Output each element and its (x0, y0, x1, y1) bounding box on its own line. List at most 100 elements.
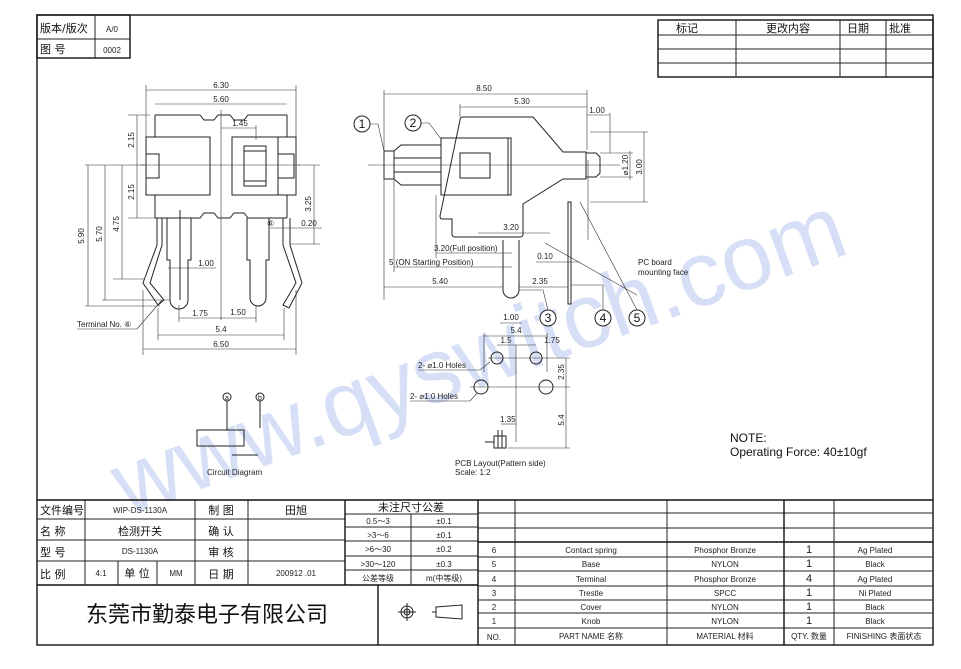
rev-header-date: 日期 (847, 22, 869, 35)
part-material: Phosphor Bronze (694, 575, 756, 584)
part-finishing: Ag Plated (858, 575, 893, 584)
confirm-label: 确 认 (208, 525, 234, 538)
terminal-a: a (225, 395, 229, 402)
sheet-border (36, 14, 934, 646)
part-name: Base (582, 560, 601, 569)
dim-1-50: 1.50 (230, 308, 246, 317)
part-no: 3 (492, 589, 497, 598)
dim-4-75: 4.75 (112, 216, 121, 232)
date-value: 200912 .01 (276, 569, 317, 578)
terminal-b: b (258, 395, 262, 402)
unit-value: MM (169, 569, 183, 578)
col-header-no: NO. (487, 633, 501, 642)
part-material: NYLON (711, 560, 739, 569)
pcb-dim-1-5: 1.5 (500, 336, 512, 345)
pcb-dim-5-4: 5.4 (510, 326, 522, 335)
svg-text:2: 2 (410, 116, 417, 130)
col-header-qty: QTY. 数量 (791, 631, 827, 641)
col-header-material: MATERIAL 材料 (696, 631, 753, 641)
projection-symbol-icon (398, 603, 463, 621)
part-qty: 1 (806, 558, 812, 570)
front-view: 6.30 5.60 1.45 2.15 2.15 3.25 0.20 ⑥ 5.9… (77, 81, 322, 355)
svg-text:4: 4 (600, 311, 607, 325)
terminal-mark: ⑥ (267, 219, 274, 228)
dim-3-20: 3.20 (503, 223, 519, 232)
watermark: www.qyswitch.com (97, 175, 858, 535)
dim-0-20: 0.20 (301, 219, 317, 228)
tolerance-range: 0.5～3 (366, 517, 390, 526)
dim-8-50: 8.50 (476, 84, 492, 93)
pcb-dim-1-75: 1.75 (544, 336, 560, 345)
dim-2-15-lower: 2.15 (127, 184, 136, 200)
dim-1-00: 1.00 (198, 259, 214, 268)
holes-label-lower: 2- ⌀1.0 Holes (410, 392, 458, 401)
pcb-scale: Scale: 1:2 (455, 468, 491, 477)
date-label: 日 期 (208, 568, 234, 581)
balloon-1: 1 (353, 115, 371, 133)
dim-5-on-start: 5 (ON Starting Position) (389, 258, 474, 267)
pc-board-label: PC board (638, 258, 672, 267)
tolerance-range: >6～30 (365, 545, 392, 554)
rev-header-mark: 标记 (676, 21, 698, 35)
pcb-dim-2-35: 2.35 (557, 364, 566, 380)
col-header-part-name: PART NAME 名称 (559, 631, 623, 641)
part-finishing: Ag Plated (858, 546, 893, 555)
dim-3-25: 3.25 (304, 196, 313, 212)
balloon-2: 2 (404, 114, 422, 132)
part-material: Phosphor Bronze (694, 546, 756, 555)
balloon-4: 4 (594, 309, 612, 327)
drawing-no-value: 0002 (103, 46, 121, 55)
part-name: Knob (582, 617, 601, 626)
part-no: 6 (492, 546, 497, 555)
review-label: 审 核 (208, 545, 234, 559)
rev-header-content: 更改内容 (766, 21, 810, 35)
title-block: 文件编号 WIP-DS-1130A 名 称 检测开关 型 号 DS-1130A … (37, 499, 933, 645)
dim-1-00-tip: 1.00 (589, 106, 605, 115)
terminal-no-label: Terminal No. ⑥ (77, 320, 131, 329)
pcb-dim-5-4-vert: 5.4 (557, 414, 566, 426)
version-value: A/0 (106, 25, 119, 34)
part-material: SPCC (714, 589, 736, 598)
svg-text:1: 1 (359, 117, 366, 131)
circuit-caption: Circuit Diagram (207, 468, 262, 477)
revision-table: 标记 更改内容 日期 批准 (657, 19, 934, 78)
pcb-layout: 5.4 1.5 1.75 2.35 5.4 1.35 2- ⌀1.0 Holes… (410, 326, 570, 477)
company-name: 东莞市勤泰电子有限公司 (86, 603, 328, 628)
dim-5-70: 5.70 (95, 226, 104, 242)
dim-1-45: 1.45 (232, 119, 248, 128)
part-finishing: Black (865, 560, 886, 569)
pcb-caption: PCB Layout(Pattern side) (455, 459, 546, 468)
tolerance-value: ±0.1 (436, 531, 452, 540)
side-view: 8.50 5.30 1.00 ⌀1.20 3.00 3.20 3.20(Full… (353, 84, 689, 327)
part-no: 2 (492, 603, 497, 612)
drawn-value: 田旭 (285, 503, 307, 517)
dim-5-90: 5.90 (77, 228, 86, 244)
part-material: NYLON (711, 603, 739, 612)
dim-6-50: 6.50 (213, 340, 229, 349)
dim-2-35: 2.35 (532, 277, 548, 286)
part-name: Contact spring (565, 546, 617, 555)
dim-0-10: 0.10 (537, 252, 553, 261)
tolerance-value: ±0.3 (436, 560, 452, 569)
part-qty: 1 (806, 587, 812, 599)
file-no-value: WIP-DS-1130A (113, 506, 168, 515)
part-qty: 1 (806, 601, 812, 613)
dim-5-60: 5.60 (213, 95, 229, 104)
note-text: Operating Force: 40±10gf (730, 445, 867, 459)
file-no-label: 文件编号 (40, 503, 84, 517)
balloon-5: 5 (628, 309, 646, 327)
unit-label: 单 位 (124, 566, 150, 580)
tolerance-range: >30～120 (361, 560, 396, 569)
tolerance-value: ±0.2 (436, 545, 452, 554)
part-qty: 4 (806, 573, 812, 585)
svg-text:5: 5 (634, 311, 641, 325)
pcb-dim-1-35: 1.35 (500, 415, 516, 424)
version-label: 版本/版次 (40, 21, 88, 35)
dim-3-00: 3.00 (635, 159, 644, 175)
tolerance-table: 未注尺寸公差 0.5～3 ±0.1 >3～6 ±0.1 >6～30 ±0.2 >… (345, 500, 478, 585)
